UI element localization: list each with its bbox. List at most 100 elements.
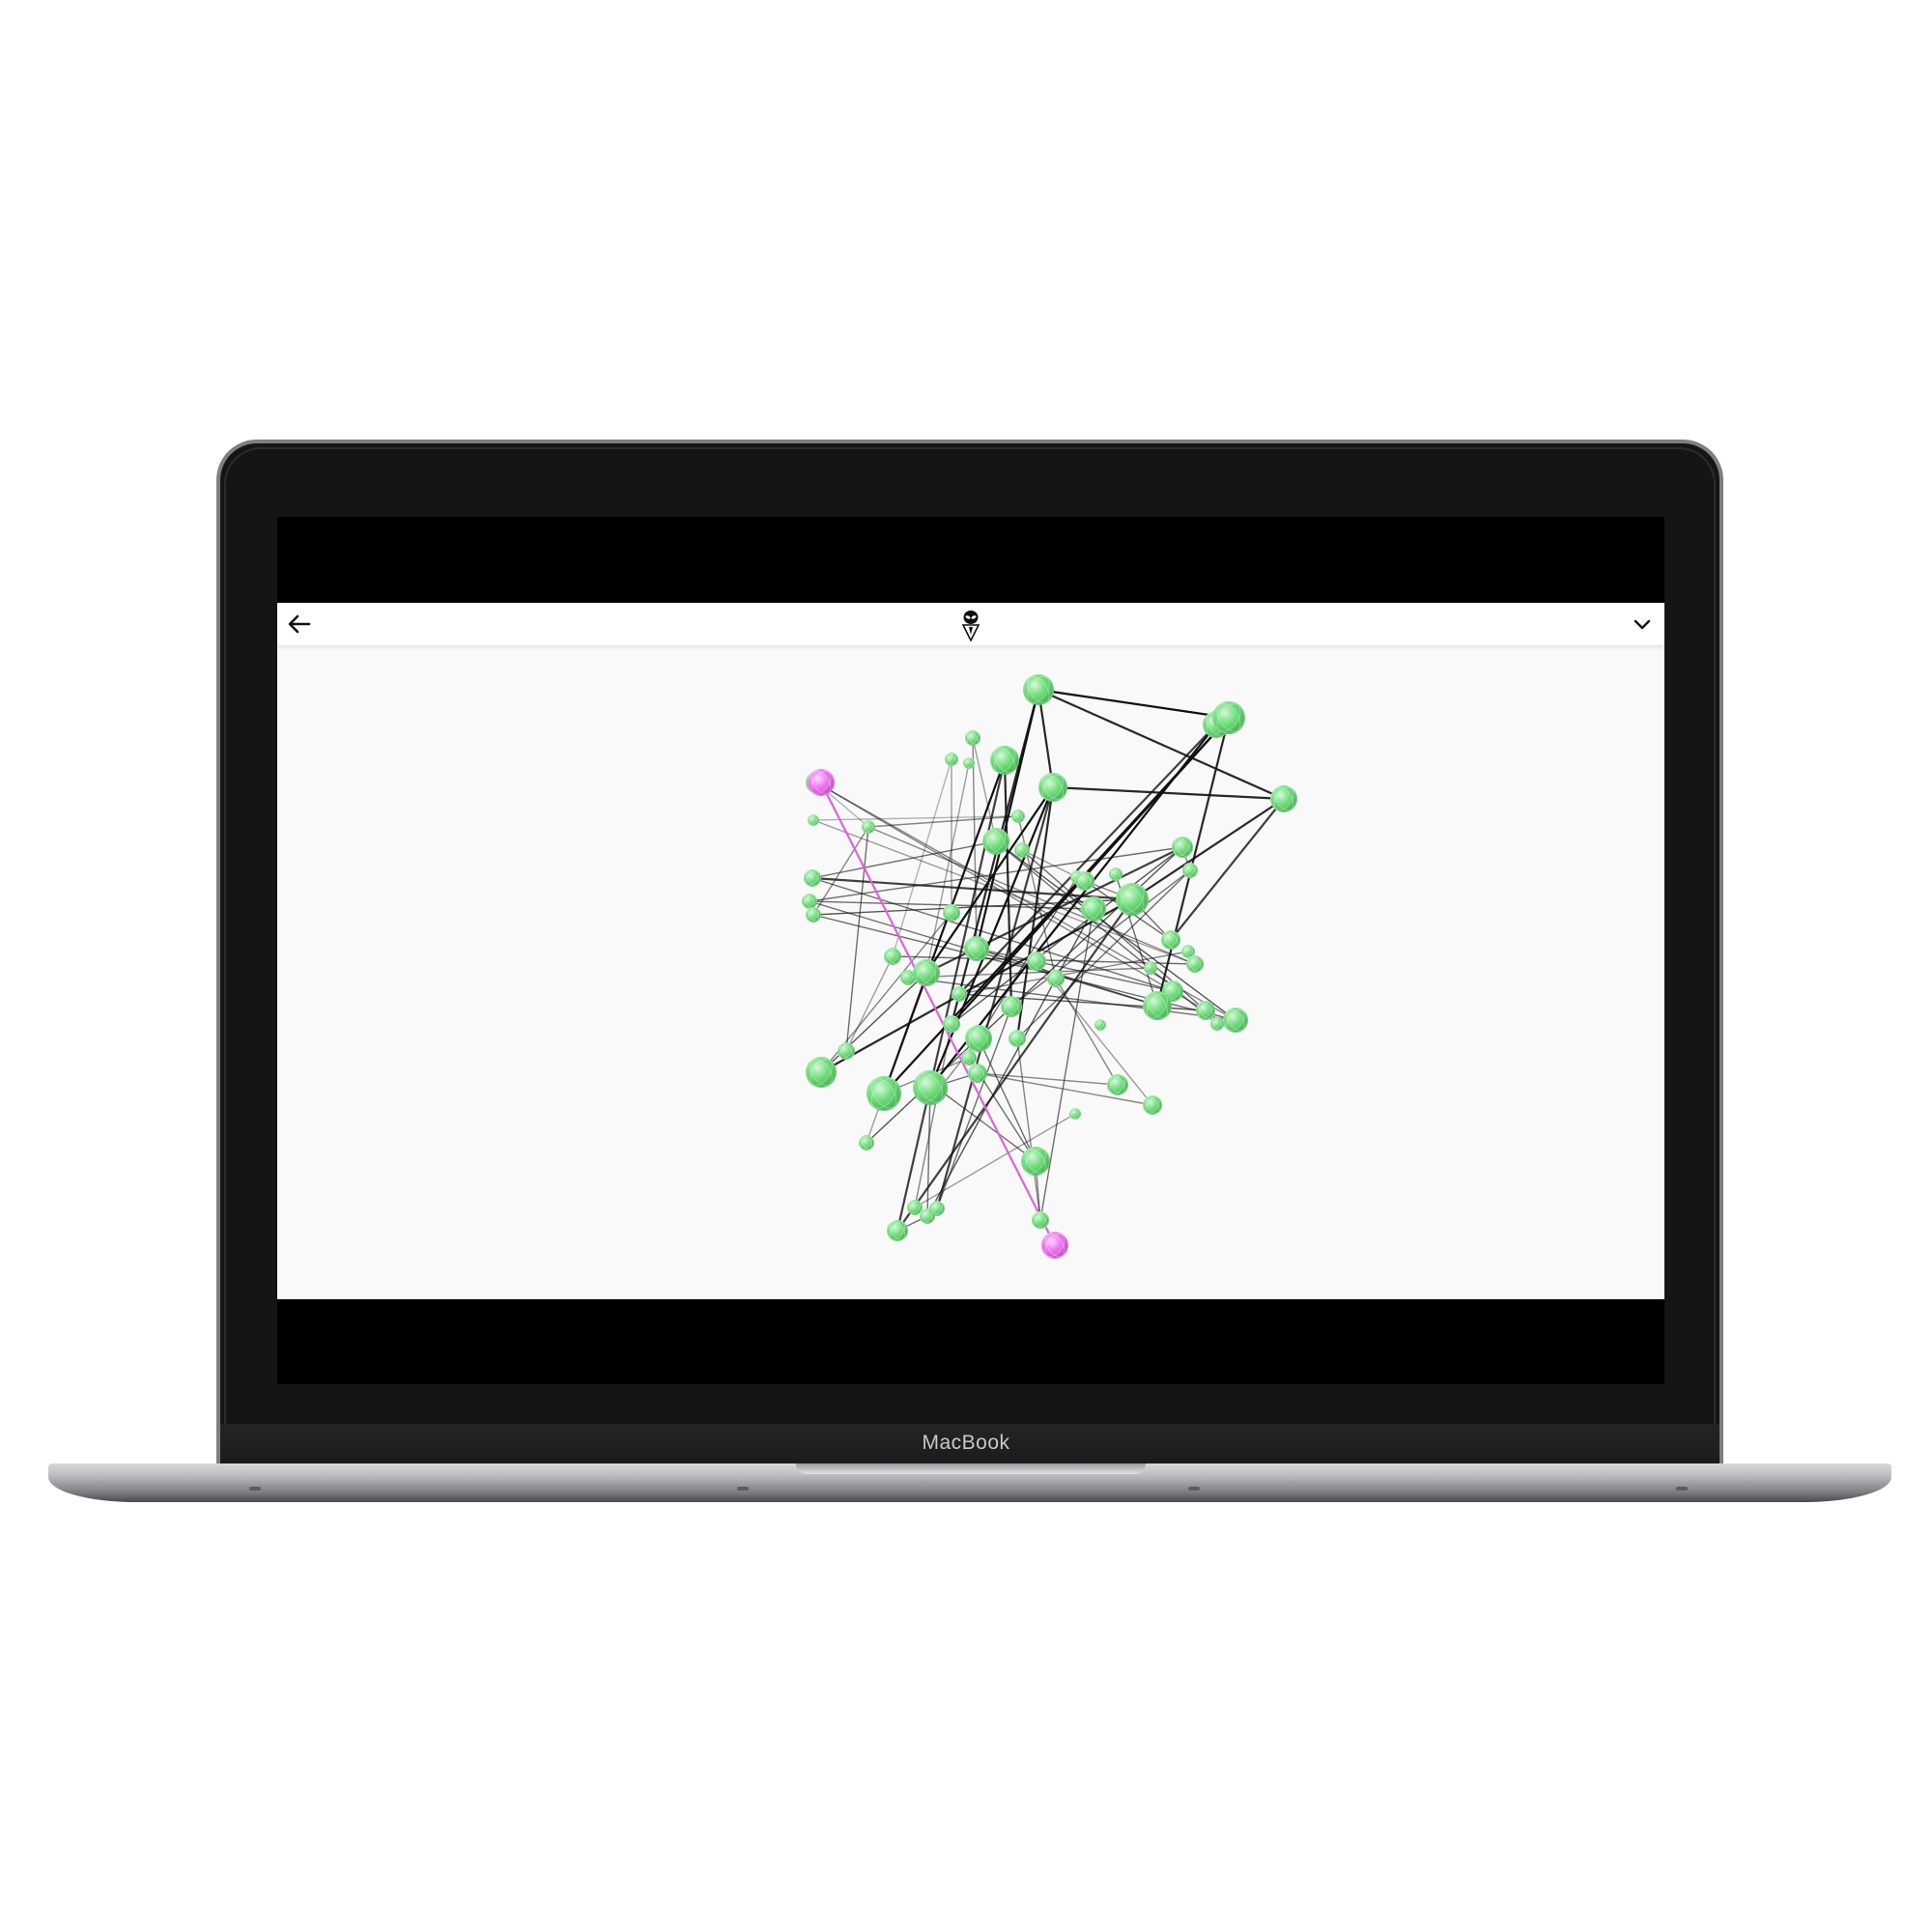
- graph-node[interactable]: [1021, 1146, 1050, 1178]
- graph-node[interactable]: [1182, 862, 1199, 878]
- graph-link: [914, 1023, 952, 1208]
- laptop-foot: [737, 1487, 749, 1491]
- graph-node[interactable]: [990, 745, 1019, 777]
- graph-node[interactable]: [1032, 1210, 1049, 1230]
- graph-link: [1155, 717, 1231, 1007]
- graph-node[interactable]: [806, 1056, 837, 1090]
- graph-node[interactable]: [964, 935, 989, 962]
- laptop-foot: [1676, 1487, 1688, 1491]
- graph-link: [812, 826, 869, 916]
- graph-node[interactable]: [965, 1024, 992, 1054]
- graph-node[interactable]: [1068, 1107, 1082, 1121]
- graph-link: [978, 1037, 1037, 1162]
- top-toolbar: [277, 603, 1664, 645]
- graph-node[interactable]: [807, 813, 820, 827]
- menu-toggle-button[interactable]: [1628, 610, 1657, 639]
- graph-link: [867, 815, 1019, 828]
- device-brand-label: MacBook: [922, 1432, 1010, 1454]
- graph-node[interactable]: [913, 1068, 948, 1106]
- graph-node[interactable]: [1010, 809, 1026, 824]
- graph-node[interactable]: [838, 1041, 855, 1061]
- graph-node[interactable]: [1143, 1094, 1162, 1116]
- graph-link: [815, 781, 1207, 1011]
- graph-node[interactable]: [961, 1049, 978, 1065]
- graph-link: [972, 737, 997, 842]
- graph-node[interactable]: [867, 1074, 901, 1112]
- graph-node[interactable]: [1143, 990, 1172, 1022]
- graph-link: [811, 840, 997, 879]
- graph-link: [1037, 688, 1230, 720]
- graph-node[interactable]: [1075, 870, 1094, 892]
- graph-link: [1016, 1037, 1041, 1221]
- graph-node[interactable]: [884, 947, 901, 966]
- graph-link: [914, 1113, 1076, 1208]
- graph-node[interactable]: [859, 1134, 875, 1151]
- graph-link: [972, 737, 978, 950]
- graph-node[interactable]: [943, 903, 960, 923]
- graph-node[interactable]: [968, 1063, 987, 1084]
- graph-node[interactable]: [1108, 867, 1123, 882]
- graph-link: [977, 1072, 1153, 1106]
- graph-link: [845, 826, 869, 1052]
- graph-node[interactable]: [1172, 836, 1193, 859]
- graph-link: [1055, 978, 1119, 1086]
- graph-node[interactable]: [1001, 995, 1022, 1018]
- graph-link: [811, 877, 1174, 992]
- graph-node[interactable]: [1270, 784, 1297, 814]
- graph-link: [1003, 759, 1013, 1008]
- graph-node[interactable]: [943, 1014, 960, 1034]
- arrow-left-icon: [288, 614, 311, 634]
- graph-node[interactable]: [1223, 1007, 1248, 1034]
- graph-node[interactable]: [944, 752, 959, 767]
- graph-node[interactable]: [965, 729, 981, 747]
- laptop-chin: [220, 1424, 1719, 1465]
- graph-node[interactable]: [1116, 881, 1149, 917]
- graph-node[interactable]: [982, 827, 1009, 857]
- graph-node[interactable]: [1161, 929, 1180, 951]
- graph-node[interactable]: [952, 985, 968, 1002]
- graph-node[interactable]: [962, 756, 976, 770]
- graph-link: [958, 951, 1189, 995]
- graph-node[interactable]: [1143, 960, 1158, 976]
- graph-link: [1052, 785, 1285, 801]
- graph-link: [977, 1072, 1119, 1086]
- highlighted-target-node[interactable]: [1041, 1231, 1068, 1261]
- graph-link: [896, 898, 1133, 1232]
- network-graph-canvas[interactable]: [277, 645, 1664, 1299]
- graph-node[interactable]: [1027, 951, 1046, 972]
- graph-node[interactable]: [913, 958, 940, 988]
- graph-link: [926, 1087, 931, 1217]
- graph-node[interactable]: [907, 1199, 923, 1216]
- graph-link: [938, 1089, 1037, 1162]
- graph-node[interactable]: [887, 1219, 908, 1242]
- chevron-down-icon: [1634, 619, 1651, 630]
- graph-nodes: [802, 673, 1297, 1261]
- graph-node[interactable]: [1212, 699, 1245, 735]
- graph-node[interactable]: [1009, 1029, 1026, 1048]
- graph-node[interactable]: [1094, 1018, 1107, 1032]
- graph-node[interactable]: [1047, 969, 1065, 988]
- graph-link: [882, 759, 1007, 1094]
- graph-node[interactable]: [1081, 895, 1106, 923]
- highlighted-source-node[interactable]: [808, 768, 835, 798]
- graph-node[interactable]: [804, 868, 821, 888]
- graph-link: [815, 781, 1236, 1021]
- graph-link: [1010, 869, 1191, 1008]
- graph-node[interactable]: [1186, 954, 1204, 974]
- graph-node[interactable]: [861, 819, 876, 835]
- graph-node[interactable]: [920, 1208, 936, 1225]
- laptop-screen: [277, 517, 1664, 1384]
- graph-node[interactable]: [1196, 1000, 1215, 1021]
- graph-link: [950, 689, 1040, 1025]
- laptop-foot: [1188, 1487, 1200, 1491]
- graph-node[interactable]: [1107, 1073, 1128, 1096]
- graph-node[interactable]: [1209, 1016, 1225, 1032]
- graph-link: [935, 786, 1055, 1209]
- graph-link: [811, 876, 1133, 901]
- graph-node[interactable]: [1014, 841, 1031, 858]
- graph-node[interactable]: [1023, 673, 1054, 707]
- graph-node[interactable]: [1038, 772, 1067, 804]
- graph-node[interactable]: [802, 893, 818, 909]
- graph-node[interactable]: [806, 906, 822, 923]
- back-button[interactable]: [285, 610, 314, 639]
